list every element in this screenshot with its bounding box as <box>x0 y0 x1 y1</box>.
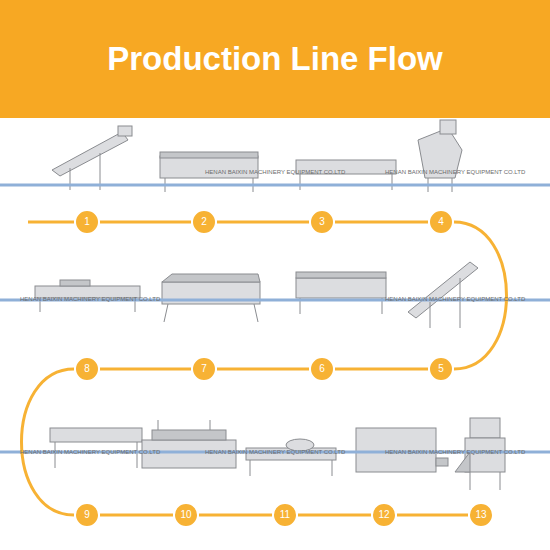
leg <box>254 304 258 322</box>
watermark: HENAN BAIXIN MACHINERY EQUIPMENT CO.LTD <box>385 449 525 456</box>
dewater-body <box>50 428 142 442</box>
flow-line <box>454 222 507 369</box>
leg <box>470 472 471 490</box>
step-number: 9 <box>84 510 90 520</box>
weigher <box>470 418 500 438</box>
pipe <box>210 420 211 430</box>
step-circle: 3 <box>309 209 335 235</box>
flow-line <box>335 368 428 371</box>
watermark: HENAN BAIXIN MACHINERY EQUIPMENT CO.LTD <box>20 296 160 303</box>
flow-tail <box>28 221 74 224</box>
rinse-hood <box>60 280 90 286</box>
step-number: 2 <box>201 217 207 227</box>
step-number: 6 <box>319 364 325 374</box>
step-number: 7 <box>201 364 207 374</box>
motor <box>118 126 132 136</box>
step-circle: 6 <box>309 356 335 382</box>
step-circle: 1 <box>74 209 100 235</box>
watermark: HENAN BAIXIN MACHINERY EQUIPMENT CO.LTD <box>385 296 525 303</box>
step-circle: 12 <box>371 502 397 528</box>
leg <box>392 174 393 190</box>
step-number: 4 <box>438 217 444 227</box>
leg <box>500 472 501 490</box>
step-circle: 8 <box>74 356 100 382</box>
flow-line <box>397 514 468 517</box>
flow-line <box>217 221 309 224</box>
flow-line <box>217 368 309 371</box>
step-circle: 2 <box>191 209 217 235</box>
leg <box>460 278 461 328</box>
watermark: HENAN BAIXIN MACHINERY EQUIPMENT CO.LTD <box>205 449 345 456</box>
washer-top <box>162 274 260 282</box>
step-number: 10 <box>180 510 191 520</box>
watermark: HENAN BAIXIN MACHINERY EQUIPMENT CO.LTD <box>20 449 160 456</box>
flow-line <box>100 514 173 517</box>
step-number: 11 <box>280 510 290 520</box>
conveyor <box>52 132 128 176</box>
flow-line <box>100 368 191 371</box>
leg <box>164 304 168 322</box>
washer-top <box>160 152 258 158</box>
leg <box>250 460 251 476</box>
flow-line <box>100 221 191 224</box>
step-number: 5 <box>438 364 444 374</box>
flow-line <box>22 369 75 515</box>
step-circle: 7 <box>191 356 217 382</box>
watermark: HENAN BAIXIN MACHINERY EQUIPMENT CO.LTD <box>205 169 345 176</box>
watermark: HENAN BAIXIN MACHINERY EQUIPMENT CO.LTD <box>385 169 525 176</box>
step-number: 12 <box>378 510 389 520</box>
step-number: 3 <box>319 217 325 227</box>
step-circle: 9 <box>74 502 100 528</box>
step-circle: 11 <box>272 502 298 528</box>
blancher-body <box>296 278 386 298</box>
leg <box>332 460 333 476</box>
hopper <box>440 120 456 134</box>
leg <box>70 168 71 190</box>
step-circle: 4 <box>428 209 454 235</box>
outfeed <box>436 458 448 466</box>
step-number: 13 <box>475 510 486 520</box>
blue-rule <box>0 184 550 187</box>
leg <box>300 174 301 190</box>
flow-line <box>298 514 371 517</box>
flow-line <box>335 221 428 224</box>
step-circle: 13 <box>468 502 494 528</box>
conveyor <box>408 262 478 318</box>
step-circle: 5 <box>428 356 454 382</box>
step-circle: 10 <box>173 502 199 528</box>
step-number: 1 <box>84 217 90 227</box>
title: Production Line Flow <box>107 40 442 78</box>
step-number: 8 <box>84 364 90 374</box>
flow-line <box>199 514 272 517</box>
fryer-hood <box>152 430 226 440</box>
blancher-top <box>296 272 386 278</box>
pipe <box>158 420 159 430</box>
header-band: Production Line Flow <box>0 0 550 118</box>
leg <box>430 302 431 328</box>
